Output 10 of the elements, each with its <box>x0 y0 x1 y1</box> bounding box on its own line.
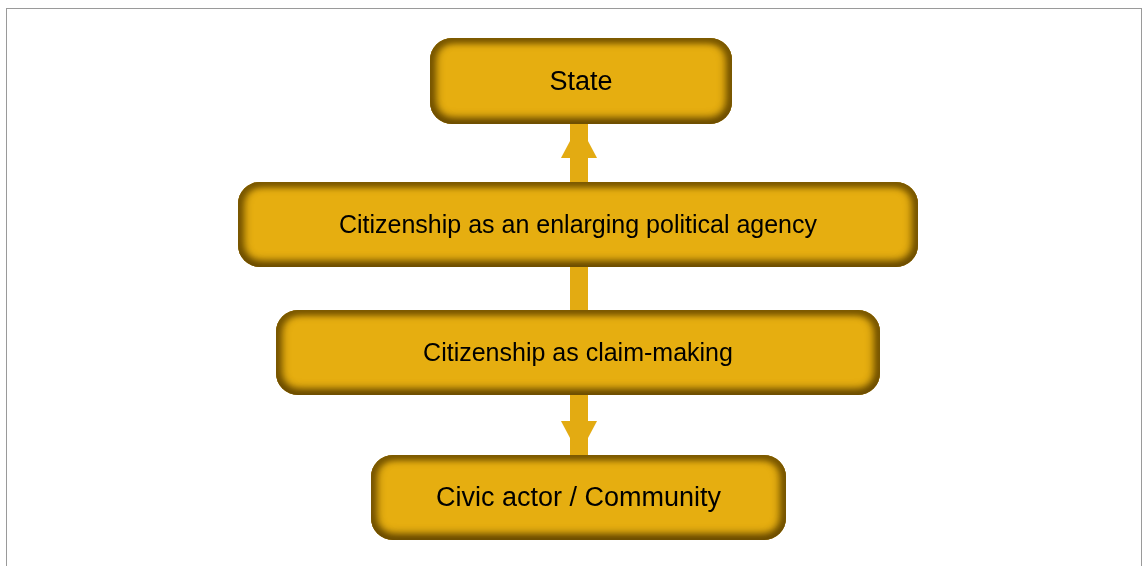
arrow <box>561 395 597 455</box>
box-label: Civic actor / Community <box>435 481 722 515</box>
rounded-box <box>238 182 918 267</box>
box-label: Citizenship as an enlarging political agency <box>338 208 818 240</box>
box-label: Citizenship as claim-making <box>423 336 733 368</box>
box-label: State <box>549 64 613 98</box>
arrow <box>561 124 597 182</box>
rounded-box <box>276 310 880 395</box>
rounded-box <box>371 455 786 540</box>
rounded-box <box>430 38 732 124</box>
